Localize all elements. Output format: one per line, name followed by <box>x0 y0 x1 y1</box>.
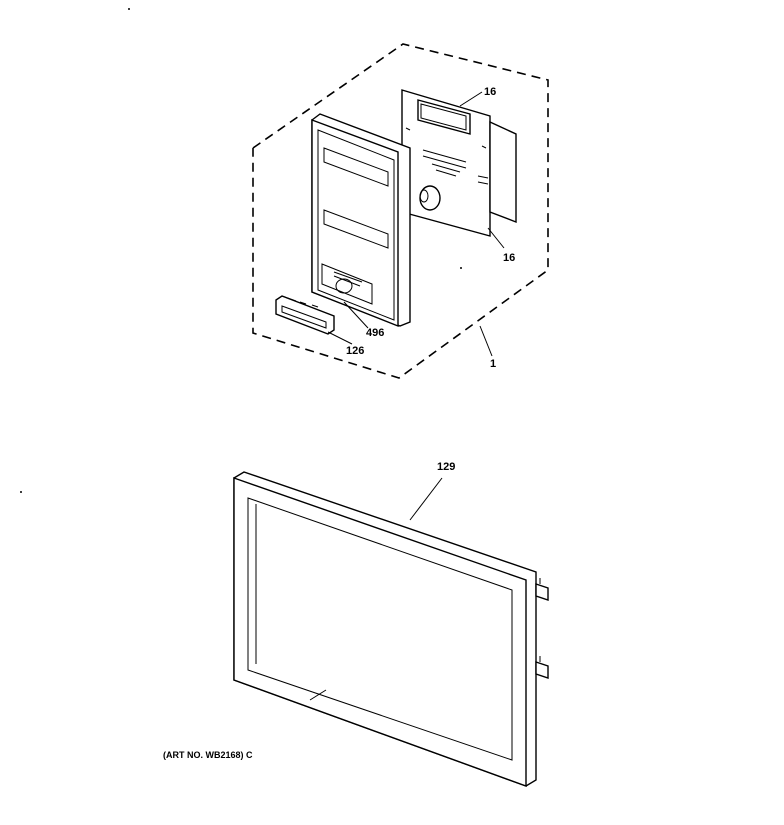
callout-board-top: 16 <box>484 86 496 98</box>
assembly-boundary <box>252 43 549 379</box>
door-frame <box>233 471 549 787</box>
callout-door-frame: 129 <box>437 461 455 473</box>
stray-dot <box>128 8 130 10</box>
control-panel <box>311 113 411 328</box>
leader-lines-door <box>309 477 443 701</box>
stray-dot <box>460 267 462 269</box>
control-board <box>401 89 517 237</box>
callout-bracket: 126 <box>346 345 364 357</box>
art-number-caption: (ART NO. WB2168) C <box>163 750 253 760</box>
callout-touch-panel: 496 <box>366 327 384 339</box>
leader-lines-top <box>327 91 505 357</box>
callout-board-bottom: 16 <box>503 252 515 264</box>
callout-assembly: 1 <box>490 358 496 370</box>
bracket <box>275 295 335 335</box>
stray-dot <box>20 491 22 493</box>
